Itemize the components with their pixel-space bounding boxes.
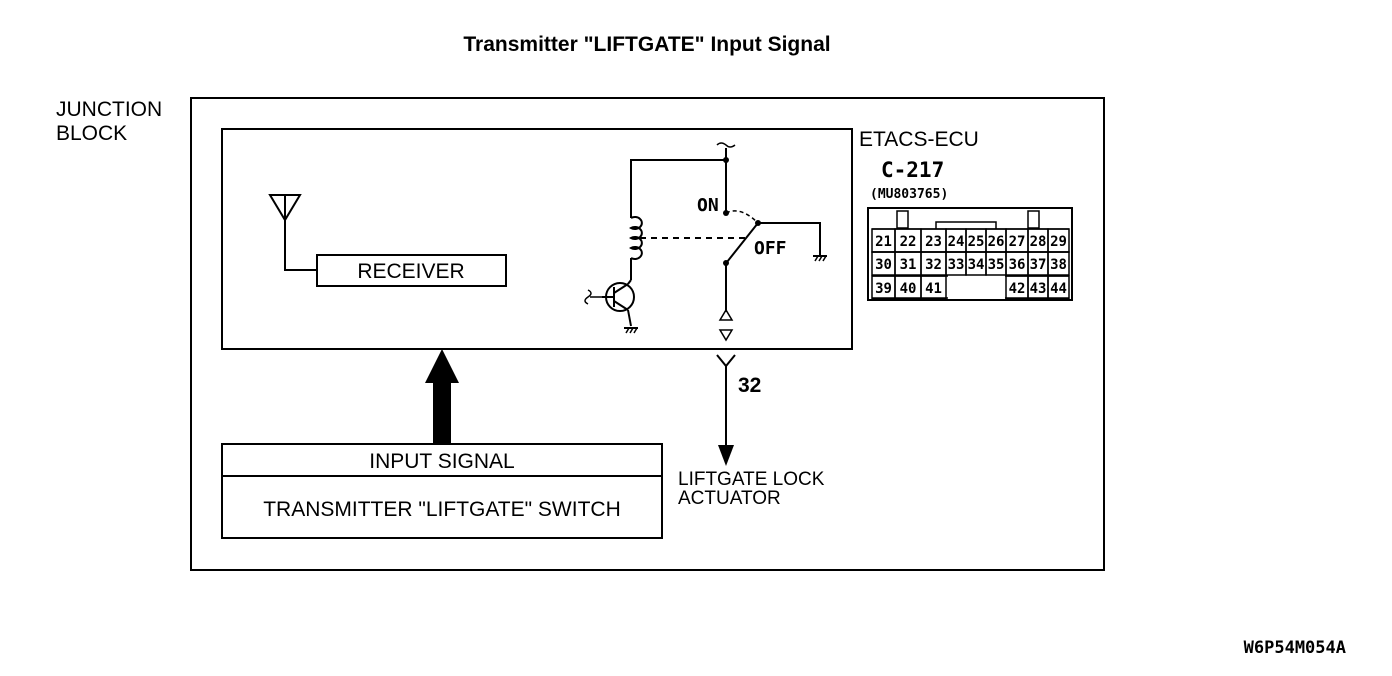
connector-cell	[1047, 251, 1070, 276]
receiver-label: RECEIVER	[357, 260, 464, 283]
actuator-label-line1: LIFTGATE LOCK	[678, 469, 825, 490]
connector-pin-number: 27	[1009, 234, 1026, 250]
connector-pin-number: 24	[948, 234, 965, 250]
connector-pin-number: 42	[1009, 281, 1026, 297]
figure-code-label: W6P54M054A	[1244, 638, 1346, 658]
connector-pin-number: 44	[1050, 281, 1067, 297]
connector-pin-number: 33	[948, 257, 965, 273]
junction-block-outline	[190, 97, 1105, 571]
connector-pin-number: 31	[900, 257, 917, 273]
transistor-icon	[584, 279, 635, 327]
etacs-ecu-outline	[221, 128, 853, 350]
input-signal-arrow-icon	[425, 349, 459, 444]
connector-pin-number: 34	[968, 257, 985, 273]
connector-pin-number: 41	[925, 281, 942, 297]
connector-pin-number: 21	[875, 234, 892, 250]
junction-block-label-line1: JUNCTION	[56, 98, 162, 121]
relay-coil-icon	[628, 159, 726, 280]
junction-block-label-line2: BLOCK	[56, 122, 127, 145]
connector-pin-number: 37	[1030, 257, 1047, 273]
connector-pin-number: 23	[925, 234, 942, 250]
input-signal-header: INPUT SIGNAL	[369, 450, 514, 473]
relay-on-label: ON	[697, 195, 719, 216]
connector-pin-number: 39	[875, 281, 892, 297]
connector-cell	[920, 275, 947, 300]
ground-icon	[813, 255, 827, 262]
ground-icon	[624, 327, 638, 334]
connector-pin-number: 32	[925, 257, 942, 273]
pin-number-label: 32	[738, 374, 761, 397]
connector-part-number: (MU803765)	[870, 187, 948, 202]
connector-pin-number: 26	[988, 234, 1005, 250]
connector-pin-number: 30	[875, 257, 892, 273]
diagram-title: Transmitter "LIFTGATE" Input Signal	[463, 33, 830, 56]
receiver-box	[316, 254, 507, 287]
transmitter-switch-label: TRANSMITTER "LIFTGATE" SWITCH	[263, 498, 621, 521]
antenna-icon	[268, 194, 317, 271]
relay-switch-icon	[716, 142, 821, 342]
connector-pin-number: 36	[1009, 257, 1026, 273]
connector-pin-number: 29	[1050, 234, 1067, 250]
connector-cell	[1047, 275, 1070, 300]
connector-pin-number: 38	[1050, 257, 1067, 273]
connector-pin-number: 25	[968, 234, 985, 250]
connector-pin-number: 35	[988, 257, 1005, 273]
connector-id-label: C-217	[881, 158, 944, 182]
input-signal-box	[221, 443, 663, 539]
relay-off-label: OFF	[754, 238, 787, 259]
connector-pin-number: 22	[900, 234, 917, 250]
ecu-name-label: ETACS-ECU	[859, 128, 979, 151]
actuator-label-line2: ACTUATOR	[678, 488, 781, 509]
connector-pin-number: 28	[1030, 234, 1047, 250]
connector-pin-icon	[716, 354, 736, 466]
connector-pin-number: 43	[1030, 281, 1047, 297]
connector-pin-number: 40	[900, 281, 917, 297]
